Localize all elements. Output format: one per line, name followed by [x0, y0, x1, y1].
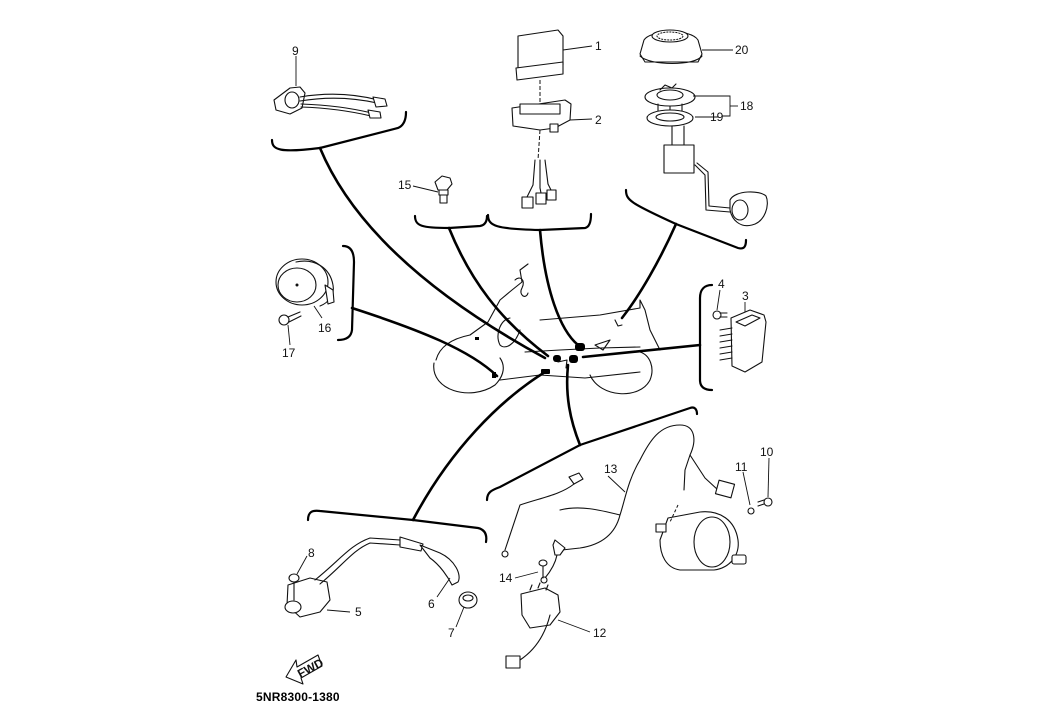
callout-10: 10	[760, 445, 774, 459]
callout-12: 12	[593, 626, 607, 640]
callout-6: 6	[428, 597, 435, 611]
part-18-19-20-fuel-sender: 20 18 19	[639, 29, 768, 227]
callout-17: 17	[282, 346, 296, 360]
callout-11: 11	[735, 460, 748, 474]
part-9-sensor-harness: 9	[273, 44, 388, 119]
part-1-2-relay-holder: 1 2	[511, 29, 602, 209]
callout-14: 14	[499, 571, 513, 585]
callout-18: 18	[740, 99, 754, 113]
callout-8: 8	[308, 546, 315, 560]
callout-9: 9	[292, 44, 299, 58]
callout-7: 7	[448, 626, 455, 640]
part-3-4-rectifier: 3 4	[712, 277, 767, 373]
part-15-switch: 15	[398, 175, 453, 204]
callout-2: 2	[595, 113, 602, 127]
part-16-17-horn: 16 17	[275, 258, 335, 360]
callout-15: 15	[398, 178, 412, 192]
callout-5: 5	[355, 605, 362, 619]
group-brackets	[270, 110, 748, 544]
fwd-label: FWD	[295, 655, 326, 680]
callout-20: 20	[735, 43, 749, 57]
part-5-8-ignition-coil: 5 6 7 8	[284, 536, 478, 640]
callout-16: 16	[318, 321, 332, 335]
group-connector-lines	[318, 146, 702, 522]
part-10-14-starter-system: 14 12 13 11 10	[499, 424, 774, 669]
callout-4: 4	[718, 277, 725, 291]
callout-1: 1	[595, 39, 602, 53]
diagram-reference-code: 5NR8300-1380	[256, 690, 340, 704]
callout-13: 13	[604, 462, 618, 476]
callout-19: 19	[710, 110, 724, 124]
forward-direction-arrow: FWD	[285, 654, 326, 685]
callout-3: 3	[742, 289, 749, 303]
